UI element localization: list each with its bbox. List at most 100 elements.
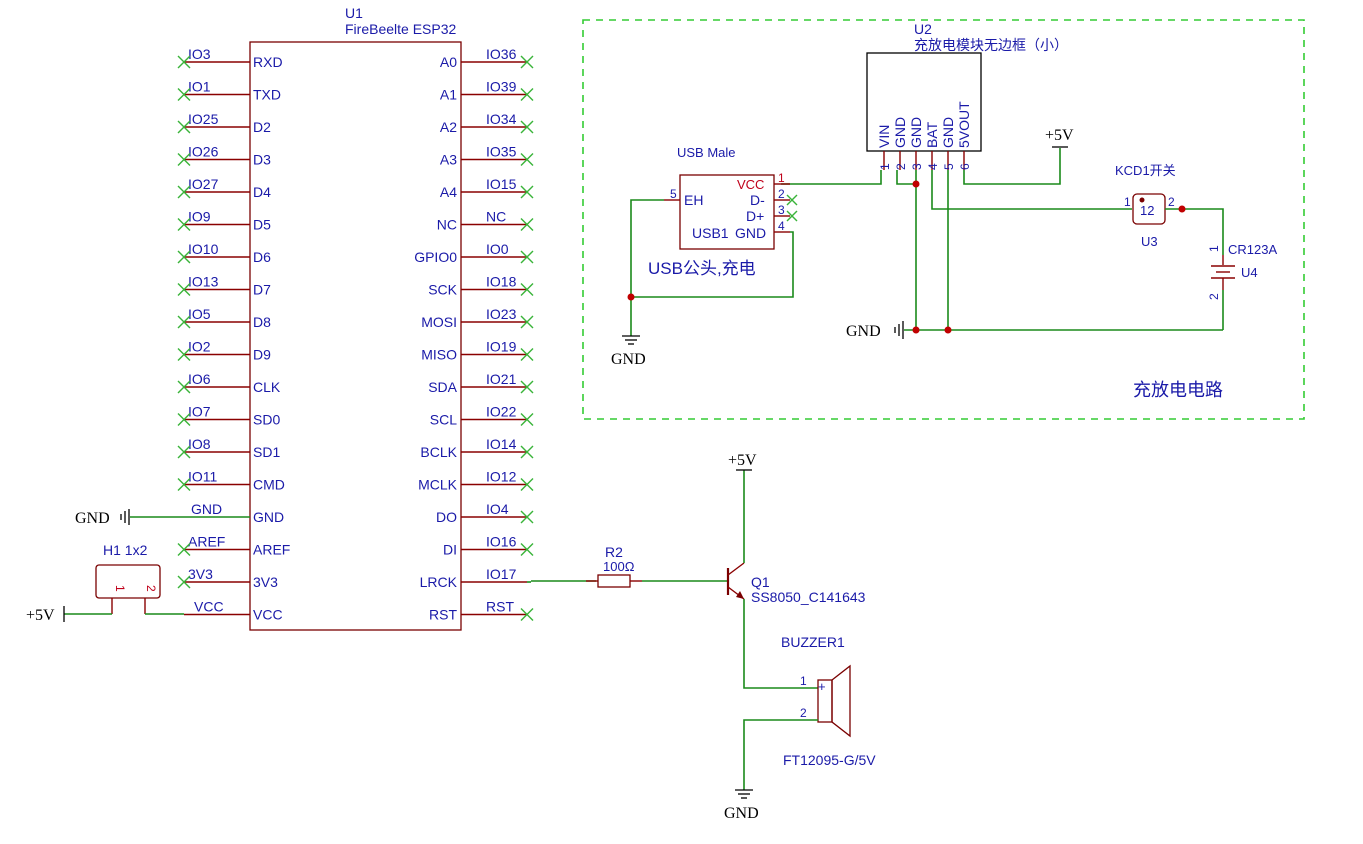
- u1-pin-name: D6: [253, 249, 271, 265]
- u1-net-label: IO34: [486, 111, 517, 127]
- buzzer-n1: 1: [800, 674, 807, 688]
- usb-gnd-label: GND: [611, 351, 646, 368]
- switch-ref: U3: [1141, 234, 1158, 249]
- h1-5v-label: +5V: [26, 607, 55, 624]
- cr123a-battery[interactable]: CR123A U4 1 2: [1207, 242, 1277, 300]
- u1-pin-name: GND: [253, 509, 284, 525]
- u1-pin-name: A2: [440, 119, 457, 135]
- usb-eh-pin: EH: [684, 192, 703, 208]
- u2-pin-num: 4: [926, 163, 940, 170]
- gnd-symbol-u1: GND: [75, 509, 184, 527]
- h1-body: [95, 564, 161, 599]
- no-connect-mark: [177, 380, 191, 394]
- u1-pin-name: TXD: [253, 87, 281, 103]
- u1-right-pin[interactable]: SCK IO18: [428, 274, 534, 298]
- u1-pin-name: MCLK: [418, 477, 458, 493]
- u2-pin-name: 5VOUT: [956, 101, 972, 148]
- u1-pin-name: SCL: [430, 412, 457, 428]
- no-connect-mark: [520, 510, 534, 524]
- u1-pin-name: D7: [253, 282, 271, 298]
- u1-net-label: IO2: [188, 339, 211, 355]
- h1-header[interactable]: H1 1x2 1 2 +5V: [26, 542, 184, 624]
- u1-net-label: VCC: [194, 599, 224, 615]
- q1-5v-label: +5V: [728, 452, 757, 469]
- no-connect-mark: [177, 218, 191, 231]
- u1-net-label: IO18: [486, 274, 517, 290]
- u1-net-label: IO11: [188, 469, 218, 485]
- u2-charge-module[interactable]: U2 充放电模块无边框（小） VIN1GND2GND3BAT4GND55VOUT…: [866, 21, 1068, 170]
- u1-pin-name: SCK: [428, 282, 457, 298]
- usb-n2: 2: [778, 187, 785, 201]
- usb-male-connector[interactable]: USB Male VCC D- D+ GND USB1 EH 1 2 3 4 5…: [648, 145, 790, 278]
- q1-value: SS8050_C141643: [751, 589, 866, 605]
- kcd1-switch[interactable]: KCD1开关 12 U3 1 2: [1115, 163, 1176, 249]
- buzzer-ref: BUZZER1: [781, 634, 845, 650]
- switch-n2: 2: [1168, 195, 1175, 209]
- q1-transistor[interactable]: Q1 SS8050_C141643: [726, 562, 866, 605]
- u1-left-pin[interactable]: VCC VCC: [184, 599, 283, 623]
- u1-body: [249, 41, 462, 631]
- u1-pin-name: D8: [253, 314, 271, 330]
- charge-circuit-label: 充放电电路: [1133, 380, 1223, 400]
- r2-body: [597, 574, 631, 588]
- u1-net-label: IO25: [188, 111, 219, 127]
- no-connect-mark: [520, 120, 534, 134]
- u1-right-pin[interactable]: A2 IO34: [440, 111, 534, 135]
- battery-value: CR123A: [1228, 242, 1277, 257]
- no-connect-mark: [520, 380, 534, 394]
- u1-esp32[interactable]: U1 FireBeelte ESP32 RXDIO3TXDIO1D2IO25D3…: [177, 5, 534, 631]
- u1-pin-name: DO: [436, 509, 457, 525]
- no-connect-mark: [520, 250, 534, 264]
- u1-pin-name: VCC: [253, 607, 283, 623]
- u2-pin-name: VIN: [876, 125, 892, 148]
- u1-pin-name: 3V3: [253, 574, 278, 590]
- r2-resistor[interactable]: R2 100Ω: [586, 544, 642, 588]
- no-connect-mark: [177, 315, 191, 329]
- buzzer1[interactable]: + BUZZER1 FT12095-G/5V 1 2: [781, 634, 876, 768]
- q1-ref: Q1: [751, 574, 770, 590]
- no-connect-mark: [520, 283, 534, 296]
- u2-pin-num: 5: [942, 163, 956, 170]
- usb-n1: 1: [778, 171, 785, 185]
